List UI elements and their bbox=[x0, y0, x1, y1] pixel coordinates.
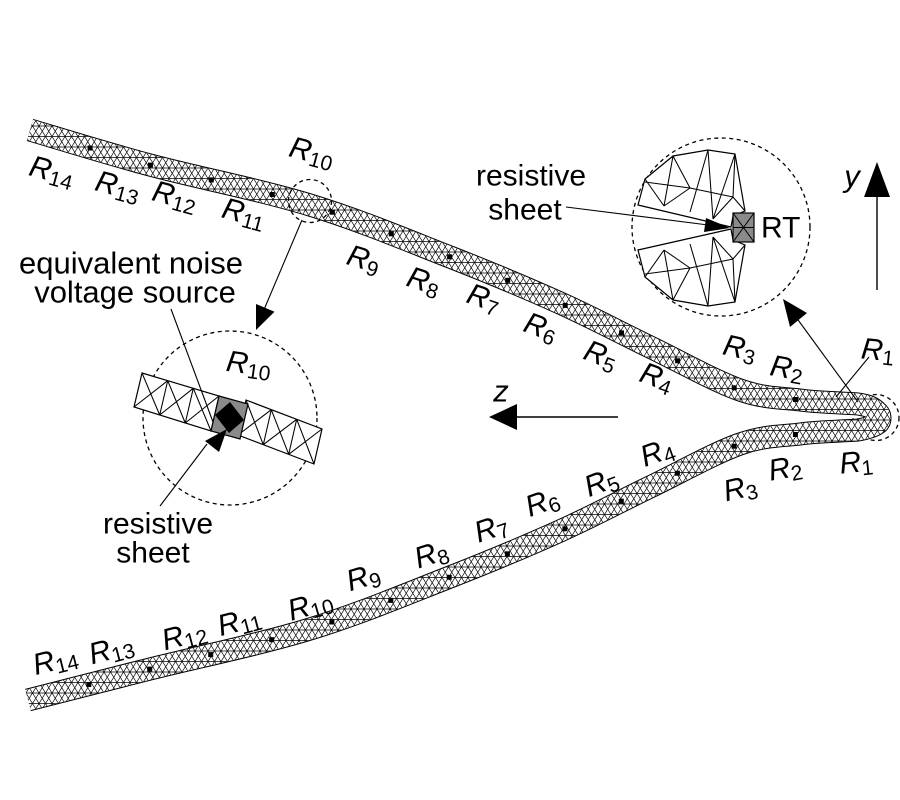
antenna-arms bbox=[25, 118, 892, 712]
arrowhead-noise-patch bbox=[205, 429, 227, 452]
resistive-sheet-left-line1: resistive bbox=[103, 508, 213, 541]
leader-r10-circle-to-inset bbox=[262, 219, 303, 313]
inset-feed-mesh-bottom-wedge bbox=[637, 228, 746, 307]
z-axis-label: z bbox=[492, 374, 509, 409]
inset-feed-circle bbox=[631, 137, 811, 317]
resistive-sheet-left-line2: sheet bbox=[116, 537, 190, 570]
label-upper-r4: R4 bbox=[635, 356, 679, 400]
leader-noise-text-to-diamond bbox=[170, 308, 214, 423]
annotation-noise-source: equivalent noise voltage source bbox=[19, 246, 243, 310]
inset-feed-mesh-top-wedge bbox=[637, 149, 746, 228]
arm-strip-mesh bbox=[25, 119, 891, 711]
noise-source-diamond bbox=[215, 402, 244, 433]
inset-feed-termination: RT bbox=[631, 137, 811, 317]
leader-sheet-left-to-patch bbox=[159, 443, 208, 507]
label-lower-r2: R2 bbox=[766, 449, 805, 489]
leader-r1-to-feed bbox=[835, 356, 870, 398]
label-lower-r6: R6 bbox=[521, 481, 564, 525]
label-upper-r2: R2 bbox=[767, 349, 806, 389]
segment-junction-markers bbox=[86, 145, 798, 687]
rt-label: RT bbox=[761, 212, 800, 245]
label-upper-r8: R8 bbox=[402, 260, 445, 304]
noise-source-text-line2: voltage source bbox=[34, 275, 236, 310]
axis-z: z bbox=[489, 374, 618, 430]
resistive-sheet-right-line2: sheet bbox=[488, 194, 562, 227]
label-lower-r3: R3 bbox=[720, 468, 760, 510]
leader-lines bbox=[159, 206, 870, 507]
label-upper-r9: R9 bbox=[343, 238, 385, 281]
leader-sheet-right-to-rt bbox=[565, 206, 717, 227]
feed-tip-dashed-circle bbox=[852, 393, 900, 442]
arrowhead-rt bbox=[704, 218, 730, 232]
upper-arm-labels: R14 R13 R12 R11 R10 R9 R8 R7 R6 R5 R4 R3… bbox=[25, 130, 896, 400]
inset-noise-mesh-left-strip bbox=[133, 372, 220, 432]
label-upper-r14: R14 bbox=[25, 149, 78, 195]
inset-r10-label: R10 bbox=[224, 345, 273, 386]
annotation-resistive-sheet-left: resistive sheet bbox=[103, 508, 213, 570]
rt-resistive-sheet-patch bbox=[732, 212, 755, 243]
axis-y: y bbox=[842, 159, 890, 290]
y-axis-label: y bbox=[842, 159, 862, 194]
leader-feed-to-inset bbox=[792, 312, 859, 403]
arrowhead-inset-right bbox=[783, 299, 807, 327]
label-lower-r1: R1 bbox=[838, 444, 875, 482]
z-axis-arrowhead bbox=[489, 404, 517, 430]
label-upper-r10: R10 bbox=[285, 130, 338, 175]
inset-noise-source: R10 bbox=[133, 330, 323, 506]
label-upper-r3: R3 bbox=[720, 328, 760, 370]
r10-detail-dashed-circle bbox=[287, 178, 333, 224]
arrowhead-inset-left bbox=[256, 304, 275, 330]
inset-noise-circle bbox=[142, 330, 318, 506]
label-upper-r1: R1 bbox=[859, 332, 896, 370]
resistive-sheet-right-line1: resistive bbox=[476, 160, 586, 193]
inset-noise-mesh-right-strip bbox=[237, 399, 323, 465]
y-axis-arrowhead bbox=[864, 162, 890, 197]
noise-source-text-line1: equivalent noise bbox=[19, 246, 243, 281]
annotation-resistive-sheet-right: resistive sheet bbox=[476, 160, 586, 227]
